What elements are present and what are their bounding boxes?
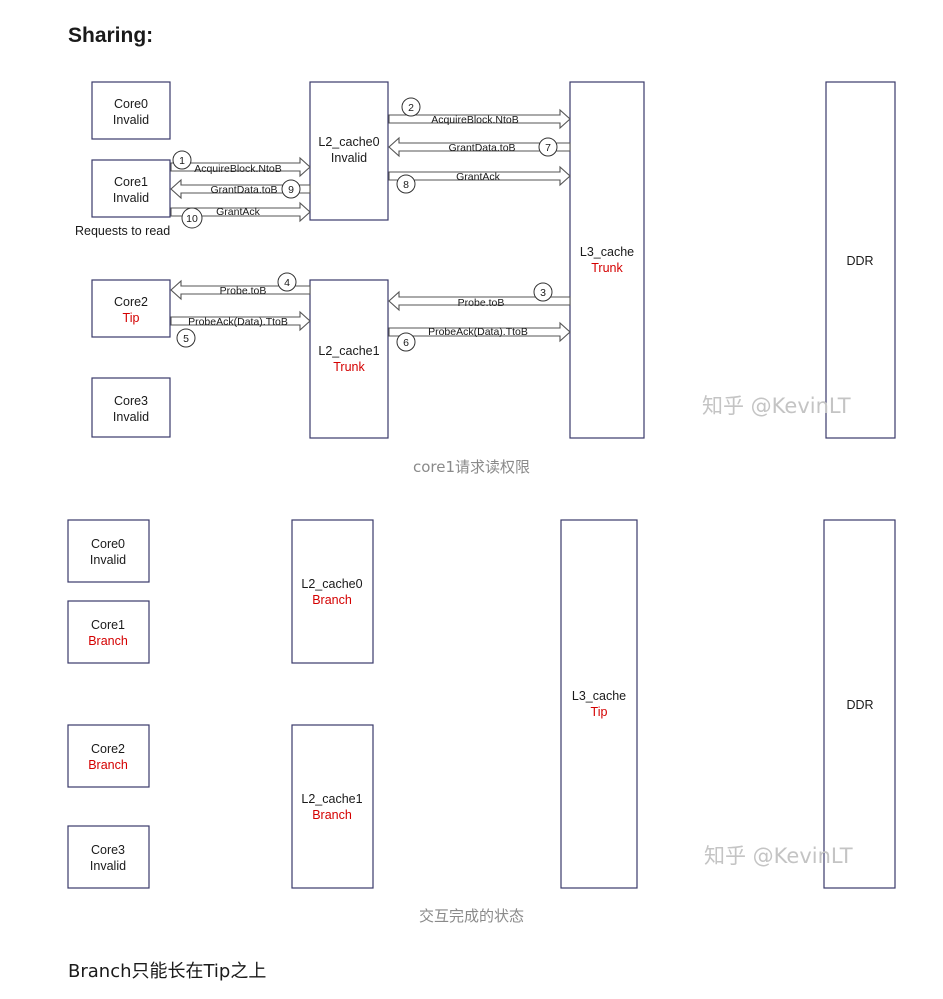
d1-core3-state: Invalid (113, 410, 149, 424)
d1-msg-4-step: 4 (284, 277, 290, 289)
d1-l2-cache1-name: L2_cache1 (318, 344, 379, 358)
d1-msg-1: AcquireBlock.NtoB 1 (170, 150, 311, 178)
d1-msg-5-label: ProbeAck(Data).TtoB (188, 316, 288, 328)
d2-core2-box: Core2 Branch (67, 724, 150, 788)
d1-core1-state: Invalid (113, 191, 149, 205)
d2-l2-cache1-box: L2_cache1 Branch (291, 724, 374, 889)
d1-l2-cache1-state: Trunk (333, 360, 365, 374)
d2-core1-state: Branch (88, 634, 128, 648)
section-heading: Sharing: (68, 24, 154, 47)
d2-l3-cache-name: L3_cache (572, 689, 626, 703)
d1-msg-10-label: GrantAck (216, 206, 261, 218)
d1-ddr-box: DDR (825, 81, 896, 439)
d2-core2-name: Core2 (91, 742, 125, 756)
d2-watermark: 知乎 @KevinLT (704, 844, 853, 868)
d2-l3-cache-state: Tip (591, 705, 608, 719)
d2-l2-cache0-name: L2_cache0 (301, 577, 362, 591)
d2-core3-state: Invalid (90, 859, 126, 873)
d1-msg-2-label: AcquireBlock.NtoB (431, 114, 519, 126)
d1-l3-cache-state: Trunk (591, 261, 623, 275)
d1-l2-cache0-name: L2_cache0 (318, 135, 379, 149)
d2-core1-box: Core1 Branch (67, 600, 150, 664)
d1-msg-8: GrantAck 8 (388, 165, 571, 194)
d1-core3-box: Core3 Invalid (91, 377, 171, 438)
d1-msg-6-step: 6 (403, 337, 409, 349)
d2-ddr-box: DDR (823, 519, 896, 889)
d2-core3-name: Core3 (91, 843, 125, 857)
d1-msg-7: GrantData.toB 7 (388, 136, 571, 158)
d1-l3-cache-name: L3_cache (580, 245, 634, 259)
d1-core0-name: Core0 (114, 97, 148, 111)
footer-note: Branch只能长在Tip之上 (68, 961, 267, 982)
d1-msg-5-step: 5 (183, 333, 189, 345)
d1-msg-1-step: 1 (179, 155, 185, 167)
d2-core1-name: Core1 (91, 618, 125, 632)
d1-l2-cache1-box: L2_cache1 Trunk (309, 279, 389, 439)
d2-core0-box: Core0 Invalid (67, 519, 150, 583)
d2-core3-box: Core3 Invalid (67, 825, 150, 889)
d1-msg-2-step: 2 (408, 102, 414, 114)
d2-ddr-label: DDR (846, 698, 873, 712)
d2-l2-cache1-state: Branch (312, 808, 352, 822)
d1-core2-box: Core2 Tip (91, 279, 171, 338)
d1-core1-box: Core1 Invalid (91, 159, 171, 218)
diagram-1: Core0 Invalid Core1 Invalid Requests to … (75, 81, 896, 439)
d1-msg-3: Probe.toB 3 (388, 282, 571, 312)
d1-msg-4-label: Probe.toB (220, 285, 267, 297)
d1-msg-2: AcquireBlock.NtoB 2 (388, 97, 571, 130)
d1-msg-8-label: GrantAck (456, 171, 501, 183)
d2-l2-cache0-state: Branch (312, 593, 352, 607)
diagram-2-caption: 交互完成的状态 (418, 907, 524, 925)
d1-msg-5: ProbeAck(Data).TtoB 5 (170, 310, 311, 348)
d1-msg-6: ProbeAck(Data).TtoB 6 (388, 321, 571, 352)
d1-msg-9: GrantData.toB 9 (170, 178, 311, 200)
d1-core0-state: Invalid (113, 113, 149, 127)
d1-msg-8-step: 8 (403, 179, 409, 191)
d1-core0-box: Core0 Invalid (91, 81, 171, 140)
d1-msg-1-label: AcquireBlock.NtoB (194, 163, 282, 175)
d2-l2-cache1-name: L2_cache1 (301, 792, 362, 806)
d1-msg-7-label: GrantData.toB (448, 142, 515, 154)
d1-msg-7-step: 7 (545, 142, 551, 154)
d1-msg-3-label: Probe.toB (458, 297, 505, 309)
d1-requests-note: Requests to read (75, 224, 170, 238)
d1-watermark: 知乎 @KevinLT (702, 394, 851, 418)
d2-l2-cache0-box: L2_cache0 Branch (291, 519, 374, 664)
d1-l2-cache0-box: L2_cache0 Invalid (309, 81, 389, 221)
d1-msg-10-step: 10 (186, 213, 198, 225)
d1-msg-3-step: 3 (540, 287, 546, 299)
d1-core1-name: Core1 (114, 175, 148, 189)
d2-core0-state: Invalid (90, 553, 126, 567)
d2-l3-cache-box: L3_cache Tip (560, 519, 638, 889)
d1-msg-9-step: 9 (288, 184, 294, 196)
d1-core2-name: Core2 (114, 295, 148, 309)
d1-msg-4: Probe.toB 4 (170, 272, 311, 301)
d1-core2-state: Tip (123, 311, 140, 325)
d1-ddr-label: DDR (846, 254, 873, 268)
d1-l2-cache0-state: Invalid (331, 151, 367, 165)
diagram-2: Core0 Invalid Core1 Branch Core2 Branch … (67, 519, 896, 889)
diagram-1-caption: core1请求读权限 (412, 458, 531, 476)
d1-l3-cache-box: L3_cache Trunk (569, 81, 645, 439)
d2-core2-state: Branch (88, 758, 128, 772)
d1-msg-6-label: ProbeAck(Data).TtoB (428, 326, 528, 338)
d2-core0-name: Core0 (91, 537, 125, 551)
d1-msg-10: GrantAck 10 (170, 201, 311, 229)
d1-core3-name: Core3 (114, 394, 148, 408)
d1-msg-9-label: GrantData.toB (210, 184, 277, 196)
